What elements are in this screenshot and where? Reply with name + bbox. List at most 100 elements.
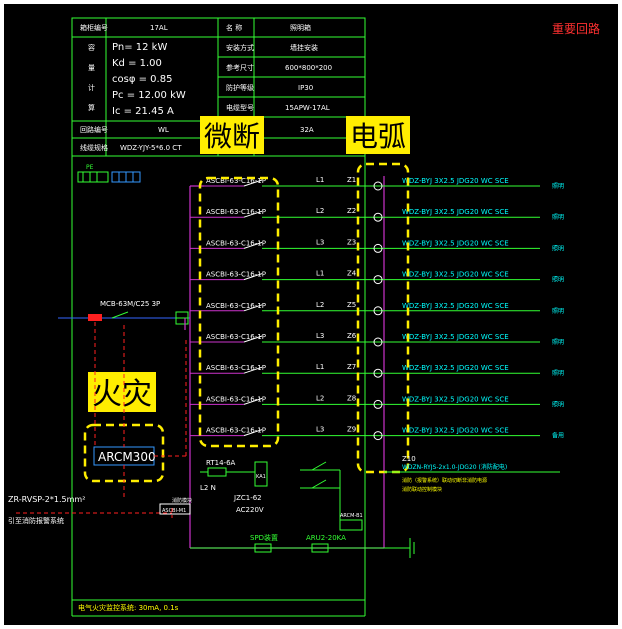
- cable-spec: WDZ-BYJ 3X2.5 JDG20 WC SCE: [402, 302, 509, 310]
- param-pn: Pn= 12 kW: [112, 42, 167, 53]
- ac-label: AC220V: [236, 506, 264, 514]
- breaker-label: ASCBI-63-C16-1P: [206, 208, 266, 216]
- arc-detector-icon: [373, 399, 383, 409]
- phase-label: L1: [316, 270, 324, 278]
- label-install: 安装方式: [226, 43, 254, 52]
- load-label: 照明: [552, 401, 564, 408]
- cable-spec: WDZ-BYJ 3X2.5 JDG20 WC SCE: [402, 271, 509, 279]
- signal-wires: [16, 322, 187, 518]
- arc-detector-icon: [373, 212, 383, 222]
- param-pc: Pc = 12.00 kW: [112, 90, 186, 101]
- breaker-contact: [243, 210, 263, 218]
- cable-spec: WDZ-BYJ 3X2.5 JDG20 WC SCE: [402, 239, 509, 247]
- phase-label: L2: [316, 301, 324, 309]
- arc-detector-icon: [373, 243, 383, 253]
- microbreaker-callout: 微断: [204, 120, 260, 153]
- arc-callout: 电弧: [350, 120, 406, 153]
- load-label: 备用: [552, 432, 564, 440]
- load-label: 照明: [552, 370, 564, 377]
- label-name: 名 称: [226, 23, 242, 32]
- circuit-id: Z9: [347, 426, 356, 434]
- breaker-contact: [243, 273, 263, 281]
- surge-protection: [190, 538, 415, 558]
- jzc-label: JZC1-62: [233, 494, 262, 502]
- load-label: 照明: [552, 183, 564, 190]
- phase-label: L1: [316, 176, 324, 184]
- circuit-id: Z8: [347, 394, 356, 402]
- label-cable: 线缆规格: [80, 143, 108, 152]
- value-install: 墙挂安装: [290, 43, 318, 52]
- breaker-label: ASCBI-63-C16-1P: [206, 302, 266, 310]
- arcm-small-label: ARCM-B1: [340, 513, 363, 519]
- ascb-module-label: ASCBI-M1: [162, 508, 186, 514]
- cable-spec: WDZ-BYJ 3X2.5 JDG20 WC SCE: [402, 177, 509, 185]
- phase-label: L3: [316, 332, 324, 340]
- phase-label: L2: [316, 394, 324, 402]
- spd-label: SPD装置: [250, 533, 278, 542]
- arc-detector-icon: [373, 306, 383, 316]
- arc-detector-icon: [373, 275, 383, 285]
- circuit-id: Z7: [347, 363, 356, 371]
- breaker-contact: [243, 397, 263, 405]
- cable-spec: WDZ-BYJ 3X2.5 JDG20 WC SCE: [402, 395, 509, 403]
- cable-spec: WDZ-BYJ 3X2.5 JDG20 WC SCE: [402, 427, 509, 435]
- value-name: 照明箱: [290, 23, 311, 32]
- value-circuit-id: WL: [158, 126, 169, 134]
- control-circuit: [200, 461, 363, 531]
- label-box-id: 箱柜编号: [80, 23, 108, 32]
- aru-label: ARU2-20KA: [306, 534, 346, 542]
- spare-note1-label: 消防（报警系统）联动切断非消防电源: [402, 477, 487, 484]
- z10-label: Z10: [402, 455, 416, 463]
- param-ic: Ic = 21.45 A: [112, 106, 174, 117]
- microbreaker-highlight: [198, 176, 280, 448]
- side-label-3: 算: [88, 103, 95, 112]
- cable-spec: WDZ-BYJ 3X2.5 JDG20 WC SCE: [402, 208, 509, 216]
- phase-label: L3: [316, 238, 324, 246]
- arc-highlight: [356, 162, 410, 474]
- arc-detector-icon: [373, 431, 383, 441]
- breaker-contact: [243, 366, 263, 374]
- arc-detector-icon: [373, 368, 383, 378]
- load-label: 照明: [552, 214, 564, 221]
- circuit-id: Z4: [347, 270, 357, 278]
- param-kd: Kd = 1.00: [112, 58, 162, 69]
- circuit-id: Z2: [347, 207, 356, 215]
- terminal-symbols: PE: [77, 164, 141, 183]
- breaker-label: ASCBI-63-C16-1P: [206, 333, 266, 341]
- phase-label: L2: [316, 207, 324, 215]
- fire-module-label: 消防模块: [172, 497, 192, 504]
- circuit-id: Z5: [347, 301, 356, 309]
- load-label: 照明: [552, 308, 564, 315]
- fire-callout-bg: [88, 372, 156, 412]
- contactor-label: KA1: [256, 474, 266, 480]
- breaker-contact: [243, 304, 263, 312]
- side-label-0: 容: [88, 43, 95, 52]
- label-ip: 防护等级: [226, 83, 254, 92]
- label-cable-type: 电缆型号: [226, 103, 254, 112]
- arc-detector-icon: [373, 181, 383, 191]
- incoming-cable-label: ZR-RVSP-2*1.5mm²: [8, 495, 85, 504]
- breaker-contact: [243, 429, 263, 437]
- value-cable: WDZ-YJY-5*6.0 CT: [120, 144, 182, 152]
- value-ip: IP30: [298, 84, 313, 92]
- footer-note: 电气火灾监控系统: 30mA, 0.1s: [78, 603, 179, 612]
- value-box-id: 17AL: [150, 24, 168, 32]
- incoming-note-label: 引至消防报警系统: [8, 516, 64, 525]
- label-size: 参考尺寸: [226, 63, 254, 72]
- breaker-label: ASCBI-63-C16-1P: [206, 177, 266, 185]
- panel-frame: [71, 156, 366, 617]
- phase-label: L1: [316, 363, 324, 371]
- incoming-feeder: [58, 311, 190, 325]
- arcm-label: ARCM300: [98, 450, 156, 464]
- label-circuit-id: 回路编号: [80, 125, 108, 134]
- breaker-label: ASCBI-63-C16-1P: [206, 395, 266, 403]
- phase-label: L3: [316, 426, 324, 434]
- breaker-label: ASCBI-63-C16-1P: [206, 364, 266, 372]
- spare-note2-label: 消防联动控制模块: [402, 486, 442, 493]
- value-cable-type: 15APW-17AL: [285, 104, 330, 112]
- param-cos: cosφ = 0.85: [112, 74, 172, 85]
- arc-detector-icon: [373, 337, 383, 347]
- arc-callout-bg: [346, 116, 410, 154]
